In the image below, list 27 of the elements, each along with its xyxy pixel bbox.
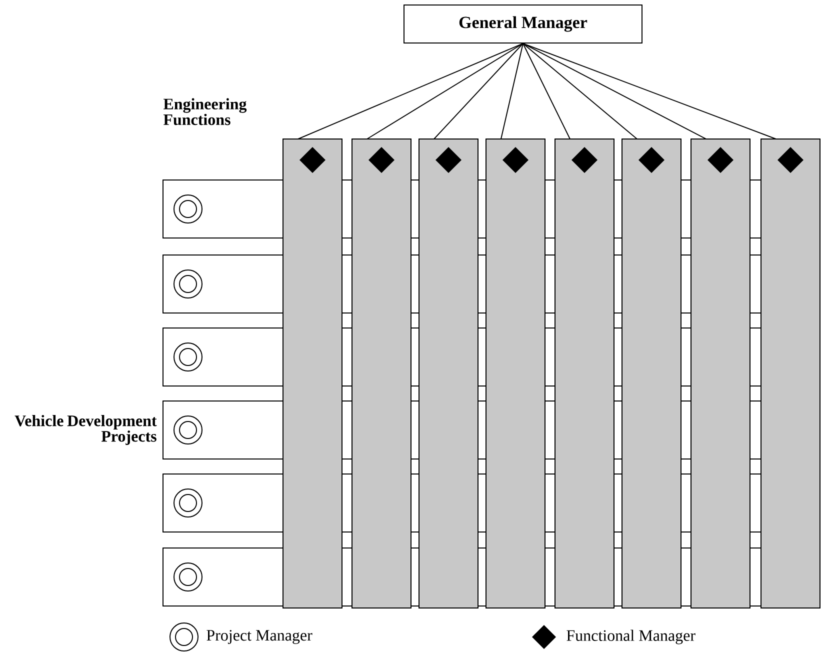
function-column [352, 138, 412, 608]
project-row [162, 400, 284, 460]
function-column [418, 138, 478, 608]
connector-line [522, 43, 570, 140]
function-column [622, 138, 682, 608]
manager-box: General Manager [404, 4, 642, 44]
connector-line [500, 43, 524, 140]
connector-line [522, 43, 776, 140]
function-column [690, 138, 750, 608]
legend-label: Functional Manager [566, 630, 696, 644]
group-label: Vehicle Development Projects [14, 414, 157, 445]
connector-line [298, 43, 524, 140]
function-column [554, 138, 614, 608]
connector-line [366, 43, 524, 140]
project-row [162, 473, 284, 532]
project-row [162, 180, 284, 238]
group-label: Engineering Functions [163, 98, 247, 126]
legend-label: Project Manager [206, 630, 312, 644]
function-column [486, 138, 546, 608]
project-row [162, 328, 284, 386]
connector-line [434, 43, 524, 140]
connector-line [522, 43, 706, 140]
project-row [162, 547, 284, 606]
project-row [162, 254, 284, 314]
function-column [760, 138, 820, 608]
connector-line [522, 43, 638, 140]
function-column [282, 138, 342, 608]
